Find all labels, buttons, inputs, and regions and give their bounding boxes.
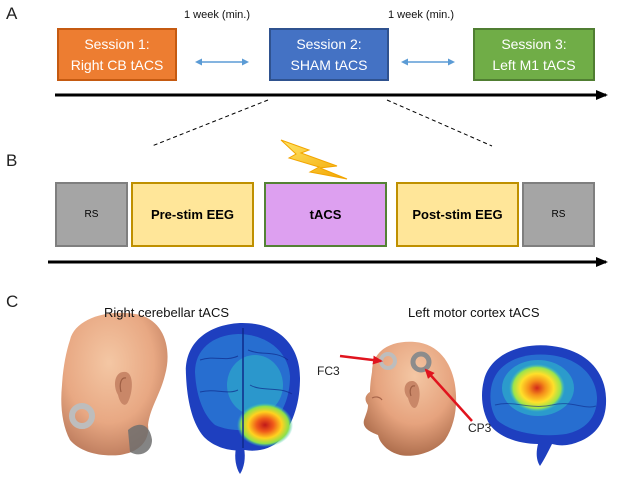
session-1-condition: Right CB tACS: [70, 56, 164, 73]
electrode-label-cp3: CP3: [468, 421, 492, 435]
session-2-title: Session 2:: [296, 35, 362, 52]
brain-motor-field: [482, 345, 607, 466]
caption-right-cerebellar-tacs: Right cerebellar tACS: [104, 305, 229, 320]
week-gap-label-2: 1 week (min.): [388, 9, 455, 21]
brain-cerebellar-field: [185, 322, 300, 474]
stage-rs-post: RS: [522, 182, 595, 247]
week-gap-label-1: 1 week (min.): [184, 9, 251, 21]
session-1-title: Session 1:: [84, 35, 150, 52]
electrode-cp3: [410, 351, 432, 373]
session-1-box: Session 1: Right CB tACS: [57, 28, 177, 81]
panel-label-b: B: [6, 151, 18, 170]
head-model-motor: [363, 341, 457, 456]
caption-left-motor-cortex-tacs: Left motor cortex tACS: [408, 305, 540, 320]
session-3-title: Session 3:: [501, 35, 567, 52]
head-model-cerebellar: [61, 312, 168, 456]
fc3-pointer-arrow: [339, 354, 383, 365]
lightning-bolt-icon: [280, 139, 348, 180]
stage-post-stim-eeg: Post-stim EEG: [396, 182, 519, 247]
electrode-cerebellar: [69, 403, 95, 429]
zoom-dashed-line-right: [386, 99, 493, 147]
session-2-box: Session 2: SHAM tACS: [269, 28, 389, 81]
stage-tacs: tACS: [264, 182, 387, 247]
electrode-label-fc3: FC3: [317, 364, 340, 378]
panel-label-a: A: [6, 4, 18, 23]
session-3-box: Session 3: Left M1 tACS: [473, 28, 595, 81]
session-2-condition: SHAM tACS: [290, 56, 368, 73]
zoom-dashed-line-left: [151, 99, 269, 147]
session-3-condition: Left M1 tACS: [492, 56, 576, 73]
stage-pre-stim-eeg: Pre-stim EEG: [131, 182, 254, 247]
panel-label-c: C: [6, 292, 19, 311]
cp3-pointer-arrow: [424, 368, 473, 422]
stage-rs-pre: RS: [55, 182, 128, 247]
